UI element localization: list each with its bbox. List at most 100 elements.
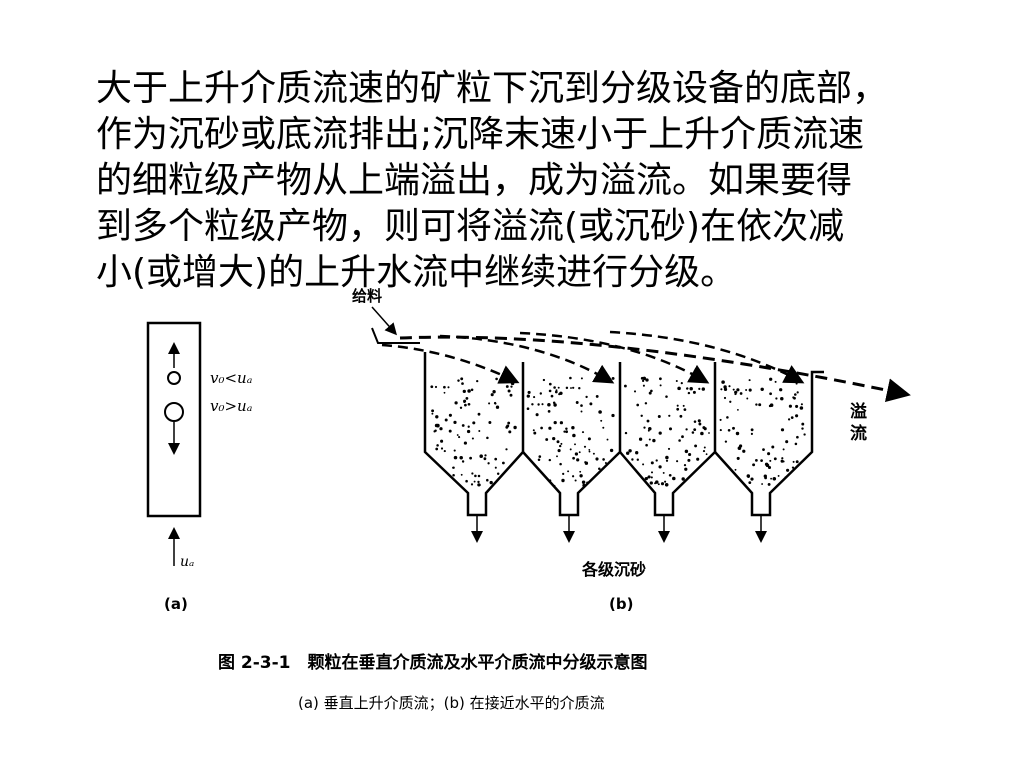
particle-dot xyxy=(488,421,492,424)
particle-dot xyxy=(691,431,695,434)
particle-dot xyxy=(470,388,474,392)
particle-dot xyxy=(657,415,661,418)
particle-dot xyxy=(435,415,439,419)
particle-dot xyxy=(581,480,586,485)
particle-dot xyxy=(646,419,650,423)
particle-dot xyxy=(538,455,542,458)
particle-dot xyxy=(655,480,659,484)
flow-line-3 xyxy=(519,331,710,384)
particle-dot xyxy=(574,452,579,456)
particle-dot xyxy=(578,451,581,454)
particle-dot xyxy=(773,457,777,461)
particle-dot xyxy=(739,392,743,395)
particle-dot xyxy=(547,403,551,407)
panel-a: v₀<uₐ v₀>uₐ uₐ (a) xyxy=(146,321,252,613)
particle-dot xyxy=(510,385,513,388)
particle-dot xyxy=(772,477,777,481)
particle-dot xyxy=(726,416,729,419)
particle-dot xyxy=(448,413,452,417)
particle-dot xyxy=(683,463,687,467)
particle-dot xyxy=(687,458,691,462)
particle-dot xyxy=(682,404,685,407)
particle-dot xyxy=(748,379,751,382)
particle-dot xyxy=(598,467,601,471)
particle-dot xyxy=(645,443,648,447)
particle-dot xyxy=(795,382,798,385)
particle-dot xyxy=(611,376,615,380)
particle-dot xyxy=(748,388,752,392)
particle-dot xyxy=(642,463,645,466)
particle-dot xyxy=(662,471,665,474)
particle-dot xyxy=(506,424,510,428)
figure-caption-title: 图 2-3-1 颗粒在垂直介质流及水平介质流中分级示意图 xyxy=(218,652,648,673)
particle-dot xyxy=(483,457,487,461)
particle-dot xyxy=(585,395,588,399)
particle-dot xyxy=(693,420,697,423)
particle-dot xyxy=(769,392,772,396)
panel-a-sublabel: (a) xyxy=(164,595,188,613)
particle-dot xyxy=(467,425,470,428)
particle-dot xyxy=(799,406,804,410)
particle-dot xyxy=(721,380,725,384)
particle-dot xyxy=(600,419,603,422)
particle-dot xyxy=(550,394,554,398)
paragraph-line: 作为沉砂或底流排出;沉降末速小于上升介质流速 xyxy=(96,114,865,155)
particle-dot xyxy=(604,462,607,464)
particle-dot xyxy=(691,378,694,381)
particle-dot xyxy=(434,423,439,428)
particle-dot xyxy=(507,421,511,425)
particle-dot xyxy=(558,392,561,396)
particle-dot xyxy=(598,410,602,414)
particle-dot xyxy=(580,410,583,413)
particle-dot xyxy=(648,427,652,431)
particle-dot xyxy=(561,478,565,483)
particle-dot xyxy=(665,395,668,398)
particle-dot xyxy=(547,410,551,413)
particle-dot xyxy=(609,448,614,453)
particle-dot xyxy=(748,481,752,485)
particle-dot xyxy=(602,458,605,461)
particle-dot xyxy=(572,386,575,389)
particle-dot xyxy=(489,480,493,485)
particle-dot xyxy=(770,477,772,480)
particle-dot xyxy=(787,418,791,421)
particle-dot xyxy=(548,382,552,386)
particle-dot xyxy=(595,378,598,382)
particle-dot xyxy=(688,452,692,457)
particle-dot xyxy=(556,440,560,444)
particle-dot xyxy=(764,462,769,466)
particle-dot xyxy=(535,413,539,417)
particle-dot xyxy=(563,430,566,433)
small-particle xyxy=(167,371,181,385)
particle-dot xyxy=(762,448,765,451)
particle-dot xyxy=(647,429,650,432)
particle-dot xyxy=(574,443,576,446)
particle-dot xyxy=(693,428,697,432)
particle-dot xyxy=(795,460,799,464)
particle-dot xyxy=(457,379,460,382)
particle-dot xyxy=(642,384,645,387)
particle-dot xyxy=(444,418,448,422)
flow-line-1 xyxy=(381,343,520,384)
particle-dot xyxy=(584,461,589,465)
particle-dot xyxy=(477,474,481,478)
particle-dot xyxy=(736,456,740,460)
particle-dot xyxy=(760,387,764,392)
particle-dot xyxy=(664,480,667,483)
particle-dot xyxy=(677,386,681,391)
particle-dot xyxy=(801,422,805,426)
particle-dot xyxy=(557,449,561,453)
feed-arrow-icon xyxy=(371,306,397,336)
particle-dot xyxy=(672,476,676,481)
particle-dot xyxy=(719,429,722,432)
particle-dot xyxy=(777,474,780,477)
particle-dot xyxy=(769,459,772,462)
particle-dot xyxy=(460,473,463,476)
particle-dot xyxy=(492,390,496,394)
particle-dot xyxy=(796,391,799,394)
particle-dot xyxy=(576,458,580,462)
particle-dot xyxy=(780,396,784,401)
particle-dot xyxy=(723,385,727,389)
flow-velocity-label: uₐ xyxy=(180,554,194,570)
